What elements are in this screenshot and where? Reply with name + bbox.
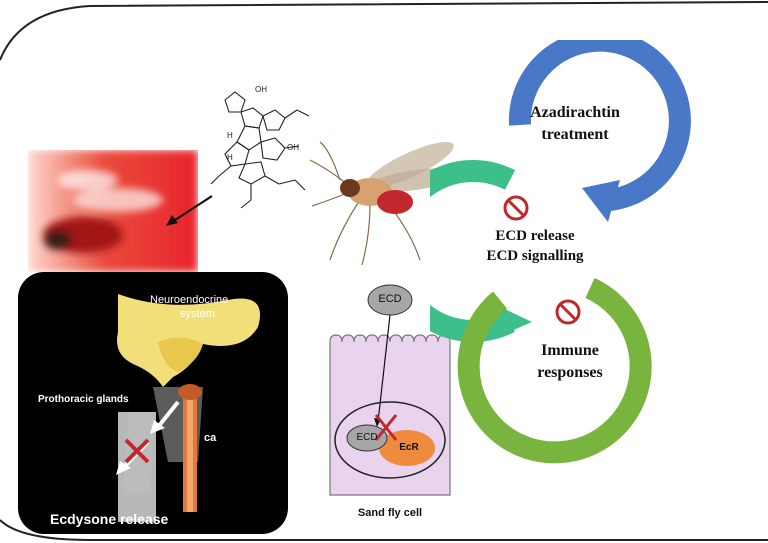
sand-fly-cell-caption: Sand fly cell [357, 507, 423, 519]
ecd-inside-label: ECD [356, 432, 378, 443]
teal-cycle-arc [430, 160, 516, 342]
step1-subtitle: treatment [541, 126, 609, 143]
oh-label-2: OH [287, 143, 299, 152]
step2-ecd-signalling: ECD signalling [486, 248, 584, 264]
ecr-label: EcR [399, 442, 419, 453]
step3-immune: Immune [541, 342, 599, 359]
step3-responses: responses [537, 364, 603, 381]
blue-cycle-arc [508, 40, 691, 211]
h-label: H [227, 131, 233, 140]
molecule-to-insect-arrow [166, 195, 213, 226]
step1-title: Azadirachtin [530, 104, 620, 121]
ecd-outside-label: ECD [378, 293, 402, 305]
sand-fly-cell-diagram [329, 284, 451, 496]
step2-ecd-release: ECD release [495, 228, 575, 244]
system-label: system [180, 308, 215, 320]
azadirachtin-molecule: OH OH H H [210, 85, 310, 209]
block-icon-ecd [503, 195, 529, 221]
neuroendocrine-illustration [116, 294, 260, 522]
insect-photo [28, 150, 198, 272]
ca-label: ca [204, 432, 217, 444]
ecdysone-release-label: Ecdysone release [50, 511, 169, 527]
blue-arrowhead [582, 180, 620, 222]
azadirachtin-cycle [430, 40, 691, 464]
green-cycle-ring [457, 277, 652, 464]
endocrine-panel: Neuroendocrine system Prothoracic glands… [18, 272, 288, 534]
h-label-2: H [227, 153, 233, 162]
sand-fly-image [309, 141, 460, 266]
prothoracic-glands-label: Prothoracic glands [38, 394, 129, 405]
block-icon-immune [555, 299, 581, 325]
neuroendocrine-label: Neuroendocrine [150, 294, 229, 306]
oh-label: OH [255, 85, 267, 94]
